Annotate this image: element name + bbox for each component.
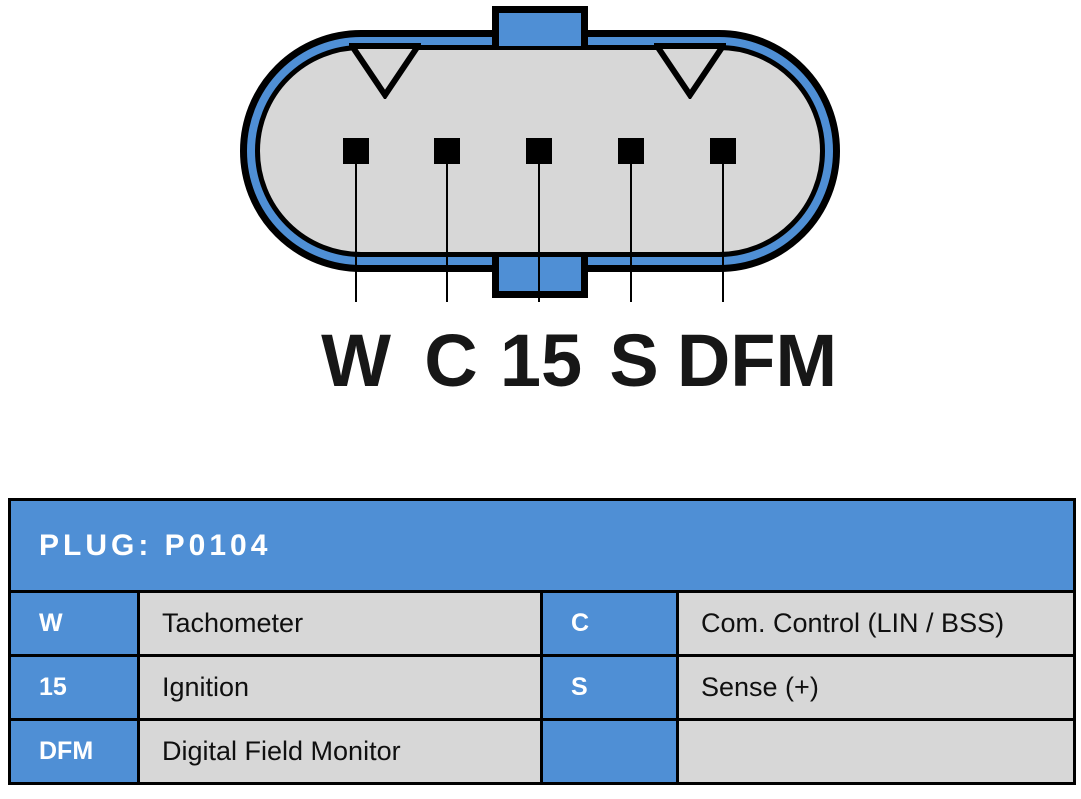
pin-s-lead-line — [630, 164, 632, 302]
pin-dfm-lead-line — [722, 164, 724, 302]
table-row: DFM Digital Field Monitor — [8, 718, 1077, 785]
plug-title: PLUG: P0104 — [7, 498, 1077, 593]
pin-15-lead-line — [538, 164, 540, 302]
table-row: 15 Ignition S Sense (+) — [8, 654, 1077, 721]
pin-code-cell: W — [8, 590, 140, 657]
pinout-table: PLUG: P0104 W Tachometer C Com. Control … — [7, 498, 1077, 785]
keying-notch-left-icon — [349, 43, 421, 99]
pin-c-lead-line — [446, 164, 448, 302]
pin-label-15: 15 — [499, 319, 583, 402]
pin-c — [434, 138, 460, 164]
table-row: W Tachometer C Com. Control (LIN / BSS) — [8, 590, 1077, 657]
pin-description-cell: Com. Control (LIN / BSS) — [675, 590, 1077, 657]
pin-code-cell: 15 — [8, 654, 140, 721]
pin-label-s: S — [609, 319, 659, 402]
pin-description-cell: Digital Field Monitor — [137, 718, 543, 785]
pin-s — [618, 138, 644, 164]
pin-description-cell: Tachometer — [137, 590, 543, 657]
pin-label-dfm: DFM — [676, 319, 838, 402]
pin-code-cell: S — [540, 654, 679, 721]
connector-diagram: W C 15 S DFM — [240, 6, 840, 402]
pin-label-w: W — [321, 319, 391, 402]
pin-w — [343, 138, 369, 164]
pin-description-cell: Sense (+) — [675, 654, 1077, 721]
pin-description-cell — [675, 718, 1077, 785]
pin-description-cell: Ignition — [137, 654, 543, 721]
keying-notch-right-icon — [654, 43, 726, 99]
pin-dfm — [710, 138, 736, 164]
pin-15 — [526, 138, 552, 164]
pin-code-cell: DFM — [8, 718, 140, 785]
pin-label-c: C — [424, 319, 478, 402]
connector-bottom-tab — [492, 257, 588, 298]
connector-top-tab — [492, 6, 588, 46]
pin-code-cell: C — [540, 590, 679, 657]
pin-w-lead-line — [355, 164, 357, 302]
connector-housing — [240, 30, 840, 272]
pin-code-cell — [540, 718, 679, 785]
table-title-row: PLUG: P0104 — [7, 498, 1077, 593]
